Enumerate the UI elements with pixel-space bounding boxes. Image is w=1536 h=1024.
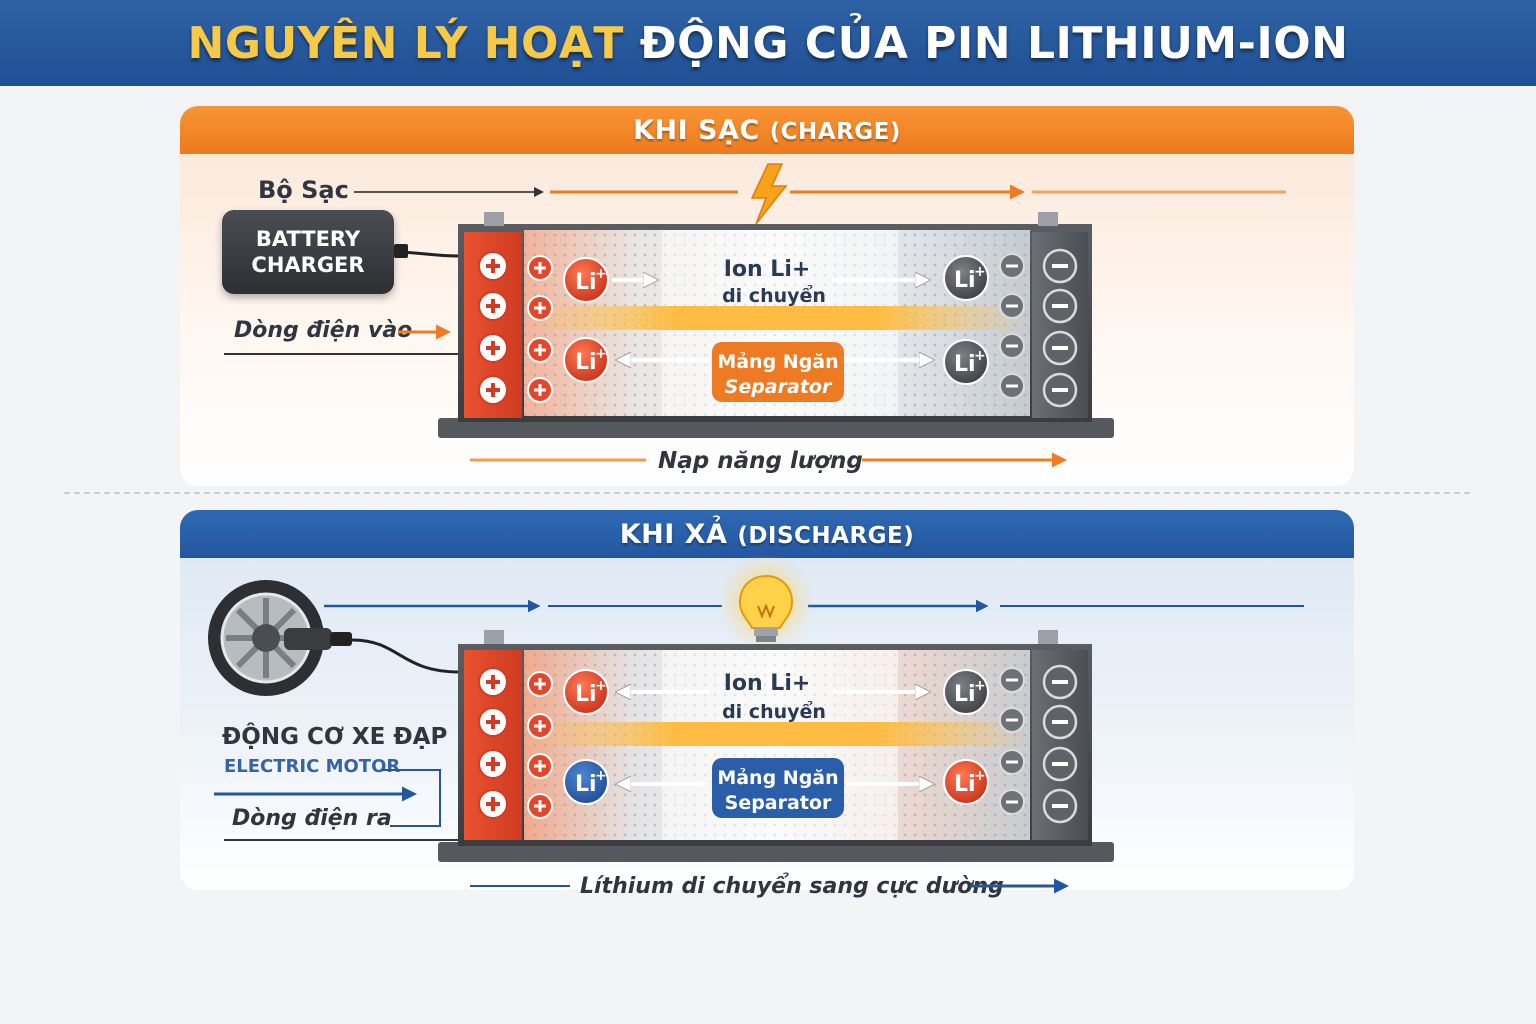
discharge-li-ion-left-bottom: Li + <box>563 759 609 805</box>
charge-separator-badge: Mảng Ngăn Separator <box>712 342 844 402</box>
svg-text:Mảng Ngăn: Mảng Ngăn <box>717 767 838 789</box>
charger-label: Bộ Sạc <box>258 176 349 204</box>
discharge-heading-sub: (DISCHARGE) <box>737 523 915 549</box>
charge-ion-sublabel: di chuyển <box>722 284 826 307</box>
lightning-icon <box>750 163 788 225</box>
charge-battery <box>438 212 1114 438</box>
svg-text:Separator: Separator <box>725 792 832 814</box>
discharge-separator-badge: Mảng Ngăn Separator <box>712 758 844 818</box>
discharge-heading-main: KHI XẢ <box>619 519 728 550</box>
current-in-arrow <box>224 324 458 355</box>
discharge-battery <box>438 630 1114 862</box>
svg-text:+: + <box>595 266 607 282</box>
discharge-ion-arrows <box>620 692 930 784</box>
page-title: NGUYÊN LÝ HOẠT ĐỘNG CỦA PIN LITHIUM-ION <box>0 18 1536 69</box>
light-bulb-icon <box>718 554 814 650</box>
discharge-plus-signs <box>478 667 553 819</box>
charge-minus-signs <box>999 248 1078 408</box>
svg-text:+: + <box>595 346 607 362</box>
discharge-li-ion-left-top: Li + <box>563 669 609 715</box>
motor-label: ĐỘNG CƠ XE ĐẠP <box>222 724 448 750</box>
title-highlight: NGUYÊN LÝ HOẠT <box>187 18 624 69</box>
svg-text:Separator: Separator <box>725 376 833 398</box>
svg-text:+: + <box>974 264 986 280</box>
motor-cable <box>351 638 461 674</box>
svg-text:Li: Li <box>575 772 597 797</box>
discharge-li-ion-right-bottom: Li + <box>943 759 989 805</box>
charge-bottom-label: Nạp năng lượng <box>658 448 863 474</box>
header-bar <box>0 0 1536 86</box>
current-in-label: Dòng điện vào <box>234 318 413 343</box>
battery-charger: BATTERY CHARGER <box>222 210 394 294</box>
charge-li-ion-right-top: Li + <box>943 255 989 301</box>
svg-text:Li: Li <box>954 772 976 797</box>
svg-text:Li: Li <box>954 268 976 293</box>
svg-text:+: + <box>974 768 986 784</box>
discharge-ion-sublabel: di chuyển <box>722 700 826 723</box>
discharge-minus-signs <box>999 664 1078 824</box>
discharge-ion-label: Ion Li+ <box>724 671 811 696</box>
current-out-arrow <box>214 769 460 841</box>
svg-text:Li: Li <box>575 350 597 375</box>
svg-text:Li: Li <box>575 270 597 295</box>
charge-li-ion-right-bottom: Li + <box>943 339 989 385</box>
svg-text:Li: Li <box>954 682 976 707</box>
current-out-label: Dòng điện ra <box>232 806 392 831</box>
charge-ion-label: Ion Li+ <box>724 257 811 282</box>
charge-ion-arrows <box>612 280 930 360</box>
svg-text:+: + <box>595 768 607 784</box>
svg-text:+: + <box>595 678 607 694</box>
discharge-heading: KHI XẢ (DISCHARGE) <box>180 510 1354 558</box>
svg-text:Mảng Ngăn: Mảng Ngăn <box>717 351 838 373</box>
charge-heading-sub: (CHARGE) <box>769 119 901 145</box>
charge-heading-main: KHI SẠC <box>633 115 760 146</box>
charge-heading: KHI SẠC (CHARGE) <box>180 106 1354 154</box>
svg-text:+: + <box>974 348 986 364</box>
discharge-li-ion-right-top: Li + <box>943 669 989 715</box>
charger-text-2: CHARGER <box>251 253 365 277</box>
svg-text:+: + <box>974 678 986 694</box>
title-rest: ĐỘNG CỦA PIN LITHIUM-ION <box>639 18 1349 69</box>
charger-text-1: BATTERY <box>255 227 361 251</box>
svg-text:Li: Li <box>954 352 976 377</box>
charge-li-ion-left-bottom: Li + <box>563 337 609 383</box>
charge-plus-signs <box>478 251 553 405</box>
svg-text:Li: Li <box>575 682 597 707</box>
wheel-motor-icon <box>208 580 352 696</box>
section-divider <box>64 492 1470 494</box>
charge-li-ion-left-top: Li + <box>563 257 609 303</box>
discharge-bottom-label: Líthium di chuyển sang cực dường <box>580 874 1004 899</box>
motor-label-en: ELECTRIC MOTOR <box>224 756 401 777</box>
